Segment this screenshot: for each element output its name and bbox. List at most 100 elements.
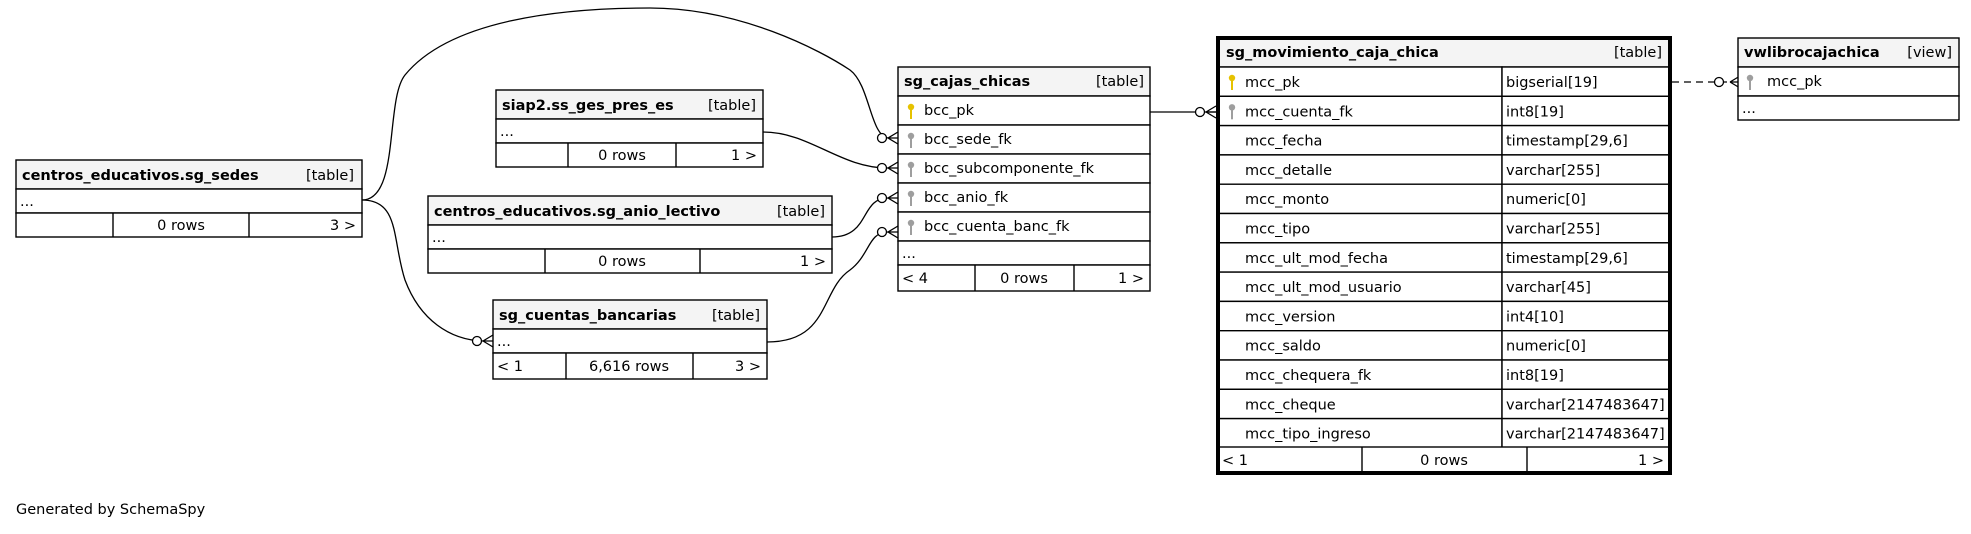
table-kind: [table] [777,204,825,220]
table-title: sg_movimiento_caja_chica [1226,45,1439,61]
edge-sedes-to-cuentas [361,199,484,342]
foreign-key-icon [907,219,915,235]
table-sg-cuentas-bancarias[interactable]: sg_cuentas_bancarias [table] ... < 1 6,6… [492,299,768,380]
column-row: mcc_tipo varchar[255] [1217,212,1671,244]
table-ss-ges-pres-es[interactable]: siap2.ss_ges_pres_es [table] ... 0 rows … [495,89,764,168]
column-row: bcc_anio_fk [897,182,1151,213]
column-type: numeric[0] [1506,192,1586,208]
column-type: int4[10] [1506,309,1564,325]
table-kind: [view] [1907,45,1952,61]
row-count: 6,616 rows [589,359,669,375]
column-type: bigserial[19] [1506,75,1598,91]
row-count: 0 rows [1000,271,1048,287]
column-row: mcc_detalle varchar[255] [1217,154,1671,185]
column-row: mcc_chequera_fk int8[19] [1217,359,1671,390]
children-count[interactable]: 1 > [1638,453,1664,469]
foreign-key-icon [1228,104,1236,120]
table-kind: [table] [708,98,756,114]
row-count: 0 rows [598,148,646,164]
column-name: bcc_anio_fk [924,190,1009,206]
edge-sedes-to-cajas [361,7,889,201]
column-name: mcc_saldo [1245,339,1321,355]
parents-count[interactable]: < 1 [1222,453,1248,469]
row-count: 0 rows [1420,453,1468,469]
table-title: sg_cuentas_bancarias [499,308,676,324]
children-count[interactable]: 1 > [731,148,757,164]
table-sg-cajas-chicas[interactable]: sg_cajas_chicas [table] bcc_pk bcc_sede_… [897,66,1151,292]
crowfoot-cajas-sede [876,131,899,145]
column-type: timestamp[29,6] [1506,251,1628,267]
column-type: numeric[0] [1506,339,1586,355]
table-title: sg_cajas_chicas [904,74,1030,90]
column-name: mcc_fecha [1245,134,1322,150]
table-title: siap2.ss_ges_pres_es [502,98,674,114]
children-count[interactable]: 1 > [1118,271,1144,287]
column-type: int8[19] [1506,368,1564,384]
primary-key-icon [907,103,915,119]
parents-count[interactable]: < 1 [497,359,523,375]
foreign-key-icon [907,132,915,148]
relationships [361,7,1741,348]
column-row: bcc_subcomponente_fk [897,153,1151,184]
column-row: bcc_sede_fk [897,124,1151,155]
column-type: varchar[255] [1506,163,1600,179]
column-row: mcc_version int4[10] [1217,300,1671,332]
generated-by-footer: Generated by SchemaSpy [16,502,206,518]
column-name: bcc_subcomponente_fk [924,161,1095,177]
crowfoot-cajas-anio [876,191,899,205]
column-name: mcc_monto [1245,192,1329,208]
table-title: vwlibrocajachica [1744,45,1880,61]
column-type: varchar[2147483647] [1506,427,1665,443]
column-row: mcc_monto numeric[0] [1217,183,1671,215]
row-ellipsis: ... [432,230,446,246]
column-name: mcc_chequera_fk [1245,368,1372,384]
column-row: bcc_cuenta_banc_fk [897,211,1151,242]
column-name: mcc_cheque [1245,397,1336,413]
column-name: mcc_version [1245,309,1335,325]
column-name: mcc_ult_mod_fecha [1245,251,1388,267]
row-ellipsis: ... [20,194,34,210]
column-name: mcc_tipo_ingreso [1245,427,1371,443]
children-count[interactable]: 3 > [330,218,356,234]
column-type: varchar[255] [1506,222,1600,238]
primary-key-icon [1228,74,1236,90]
view-vwlibrocajachica[interactable]: vwlibrocajachica [view] mcc_pk ... [1737,37,1960,121]
column-type: varchar[45] [1506,280,1591,296]
column-name: mcc_detalle [1245,163,1332,179]
column-name: mcc_tipo [1245,222,1310,238]
column-name: mcc_ult_mod_usuario [1245,280,1402,296]
column-row: mcc_saldo numeric[0] [1217,330,1671,361]
column-type: int8[19] [1506,104,1564,120]
column-name: mcc_pk [1767,74,1823,90]
focus-border [1216,36,1672,475]
row-count: 0 rows [157,218,205,234]
children-count[interactable]: 1 > [800,254,826,270]
crowfoot-cajas-subcomponente [876,161,899,175]
column-name: bcc_sede_fk [924,132,1012,148]
table-title: centros_educativos.sg_sedes [22,168,259,184]
children-count[interactable]: 3 > [735,359,761,375]
column-name: bcc_pk [924,103,975,119]
row-ellipsis: ... [497,334,511,350]
crowfoot-vw-pk [1713,75,1741,89]
column-row: mcc_ult_mod_fecha timestamp[29,6] [1217,242,1671,273]
parents-count[interactable]: < 4 [902,271,928,287]
table-kind: [table] [712,308,760,324]
foreign-key-icon [907,161,915,177]
column-row: ... [897,240,1151,266]
edge-ssges-to-cajas [762,131,889,169]
table-sg-anio-lectivo[interactable]: centros_educativos.sg_anio_lectivo [tabl… [427,195,833,274]
column-type: varchar[2147483647] [1506,397,1665,413]
column-name: bcc_cuenta_banc_fk [924,219,1070,235]
row-ellipsis: ... [902,246,916,262]
row-ellipsis: ... [1742,101,1756,117]
table-sg-sedes[interactable]: centros_educativos.sg_sedes [table] ... … [15,159,363,238]
crowfoot-cuentas-sede [471,334,494,348]
